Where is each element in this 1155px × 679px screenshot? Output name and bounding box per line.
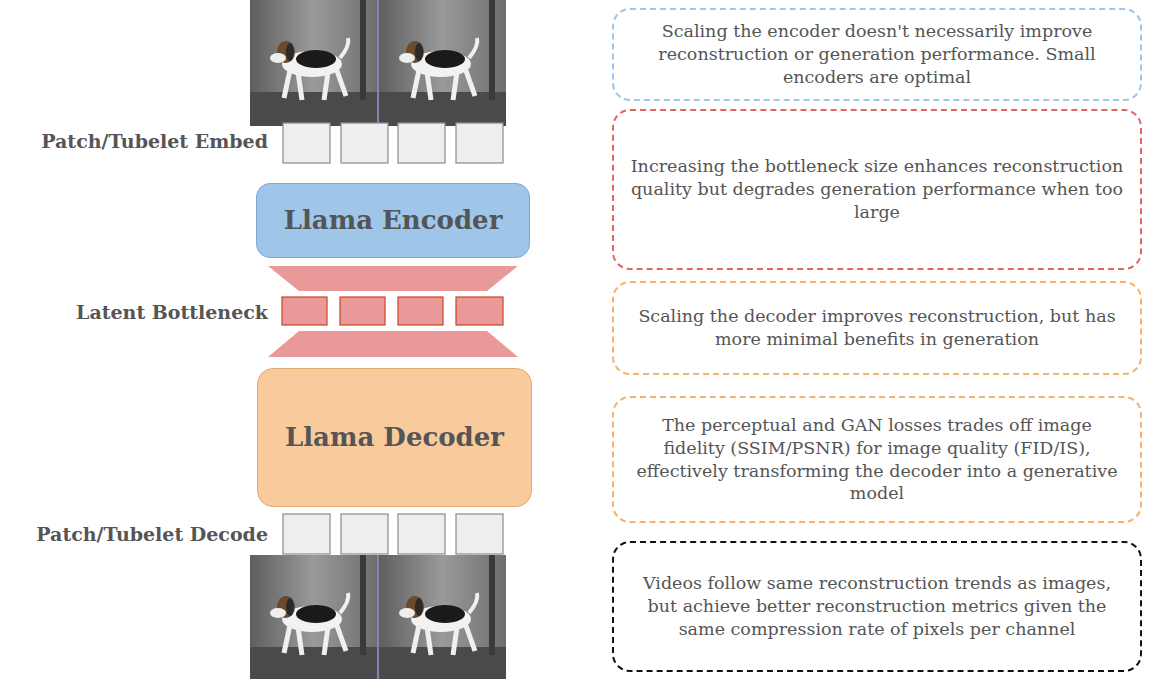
- finding-callout: The perceptual and GAN losses trades off…: [612, 396, 1142, 523]
- patch-token: [398, 123, 445, 163]
- stage-label: Patch/Tubelet Decode: [36, 523, 268, 545]
- latent-token: [282, 297, 327, 325]
- frame-divider: [377, 0, 379, 126]
- frame-divider: [377, 555, 379, 679]
- latent-token: [456, 297, 503, 325]
- bottleneck-funnel: [268, 266, 518, 291]
- latent-token: [340, 297, 385, 325]
- block-title: Llama Encoder: [284, 204, 503, 238]
- callout-text: The perceptual and GAN losses trades off…: [630, 414, 1124, 505]
- patch-token: [341, 514, 388, 554]
- decoder-block: Llama Decoder: [257, 368, 532, 507]
- latent-token: [398, 297, 443, 325]
- patch-token: [456, 123, 503, 163]
- video-frame: [250, 555, 377, 679]
- block-title: Llama Decoder: [285, 421, 504, 455]
- video-frame: [250, 0, 377, 126]
- video-frame: [379, 555, 506, 679]
- patch-token: [283, 514, 330, 554]
- patch-token: [283, 123, 330, 163]
- finding-callout: Videos follow same reconstruction trends…: [612, 541, 1142, 672]
- patch-token: [456, 514, 503, 554]
- video-frame: [379, 0, 506, 126]
- stage-label: Patch/Tubelet Embed: [41, 130, 268, 152]
- callout-text: Increasing the bottleneck size enhances …: [630, 155, 1124, 223]
- stage-label: Latent Bottleneck: [76, 301, 268, 323]
- finding-callout: Scaling the encoder doesn't necessarily …: [612, 8, 1142, 101]
- patch-token: [341, 123, 388, 163]
- bottleneck-funnel: [268, 331, 518, 357]
- callout-text: Scaling the encoder doesn't necessarily …: [630, 20, 1124, 88]
- callout-text: Scaling the decoder improves reconstruct…: [630, 305, 1124, 351]
- patch-token: [398, 514, 445, 554]
- callout-text: Videos follow same reconstruction trends…: [630, 572, 1124, 640]
- encoder-block: Llama Encoder: [256, 183, 530, 258]
- finding-callout: Scaling the decoder improves reconstruct…: [612, 281, 1142, 375]
- finding-callout: Increasing the bottleneck size enhances …: [612, 109, 1142, 270]
